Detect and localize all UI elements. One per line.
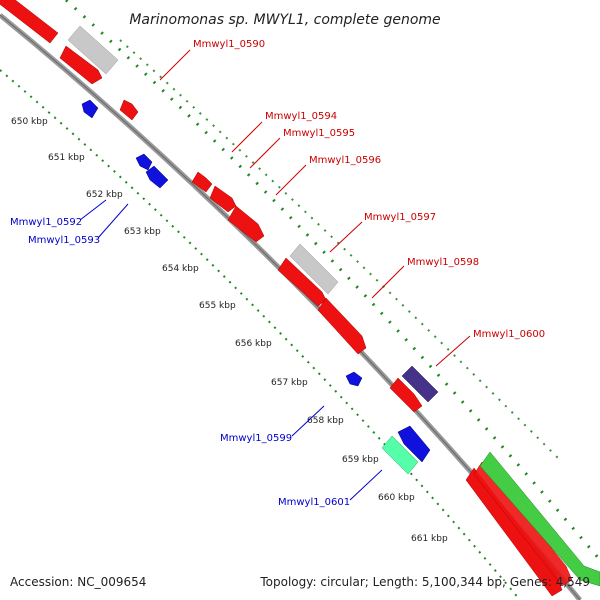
leader-line (371, 265, 405, 299)
kbp-tick-label: 651 kbp (48, 153, 85, 163)
leader-line (97, 203, 129, 239)
leader-line (329, 221, 363, 253)
gene-label-reverse[interactable]: Mmwyl1_0593 (28, 235, 100, 246)
kbp-tick-label: 655 kbp (199, 301, 236, 311)
kbp-tick-label: 656 kbp (235, 339, 272, 349)
rev-cds-3 (145, 165, 169, 189)
leader-line (231, 121, 263, 153)
teal-block-1 (381, 435, 419, 475)
gene-label-forward[interactable]: Mmwyl1_0600 (473, 329, 545, 340)
forward-gene-labels: Mmwyl1_0590 Mmwyl1_0594 Mmwyl1_0595 Mmwy… (159, 39, 545, 367)
cds-arrow-11 (473, 461, 573, 587)
leader-line (291, 405, 325, 437)
cds-arrow-8 (317, 297, 367, 355)
cds-arrow-3 (119, 99, 139, 121)
cds-arrow-6 (227, 205, 265, 243)
kbp-tick-label: 654 kbp (162, 264, 199, 274)
gene-label-forward[interactable]: Mmwyl1_0595 (283, 128, 355, 139)
rev-cds-1 (81, 99, 99, 119)
cds-arrow-5 (209, 185, 237, 213)
kbp-tick-label: 661 kbp (411, 534, 448, 544)
leader-line (79, 199, 107, 221)
gene-label-forward[interactable]: Mmwyl1_0594 (265, 111, 337, 122)
gc-inner-dots (0, 69, 521, 600)
rev-cds-2 (135, 153, 153, 171)
kbp-tick-label: 650 kbp (11, 117, 48, 127)
grey-block-2 (289, 243, 339, 295)
forward-strand-features (0, 0, 573, 597)
leader-line (275, 164, 307, 196)
map-title: Marinomonas sp. MWYL1, complete genome (129, 12, 440, 28)
reverse-strand-features (81, 99, 431, 463)
leader-line (249, 137, 281, 169)
topology-summary: Topology: circular; Length: 5,100,344 bp… (259, 575, 590, 589)
leader-line (435, 335, 471, 367)
cds-arrow-2 (59, 45, 103, 85)
green-block-1 (479, 451, 600, 587)
kbp-tick-label: 658 kbp (307, 416, 344, 426)
reverse-gene-labels: Mmwyl1_0592 Mmwyl1_0593 Mmwyl1_0599 Mmwy… (10, 199, 383, 508)
purple-feature (401, 365, 439, 403)
kbp-tick-label: 660 kbp (378, 493, 415, 503)
gene-label-reverse[interactable]: Mmwyl1_0601 (278, 497, 350, 508)
cds-arrow-1 (0, 0, 59, 44)
gene-label-forward[interactable]: Mmwyl1_0596 (309, 155, 381, 166)
kbp-tick-label: 652 kbp (86, 190, 123, 200)
kbp-tick-label: 659 kbp (342, 455, 379, 465)
green-features (381, 435, 600, 587)
grey-features (67, 25, 339, 295)
cds-arrow-9 (389, 377, 423, 413)
gene-label-forward[interactable]: Mmwyl1_0598 (407, 257, 479, 268)
gene-label-reverse[interactable]: Mmwyl1_0599 (220, 433, 292, 444)
accession-label: Accession: NC_009654 (10, 575, 146, 589)
kbp-tick-label: 657 kbp (271, 378, 308, 388)
rev-cds-4 (345, 371, 363, 387)
leader-line (349, 469, 383, 501)
leader-line (159, 49, 191, 81)
rev-cds-5 (397, 425, 431, 463)
kbp-ruler: 650 kbp 651 kbp 652 kbp 653 kbp 654 kbp … (11, 117, 448, 544)
grey-block-1 (67, 25, 119, 75)
kbp-tick-label: 653 kbp (124, 227, 161, 237)
gene-label-forward[interactable]: Mmwyl1_0590 (193, 39, 265, 50)
gene-label-reverse[interactable]: Mmwyl1_0592 (10, 217, 82, 228)
cds-arrow-7 (277, 257, 327, 307)
gene-label-forward[interactable]: Mmwyl1_0597 (364, 212, 436, 223)
cds-arrow-4 (191, 171, 213, 193)
